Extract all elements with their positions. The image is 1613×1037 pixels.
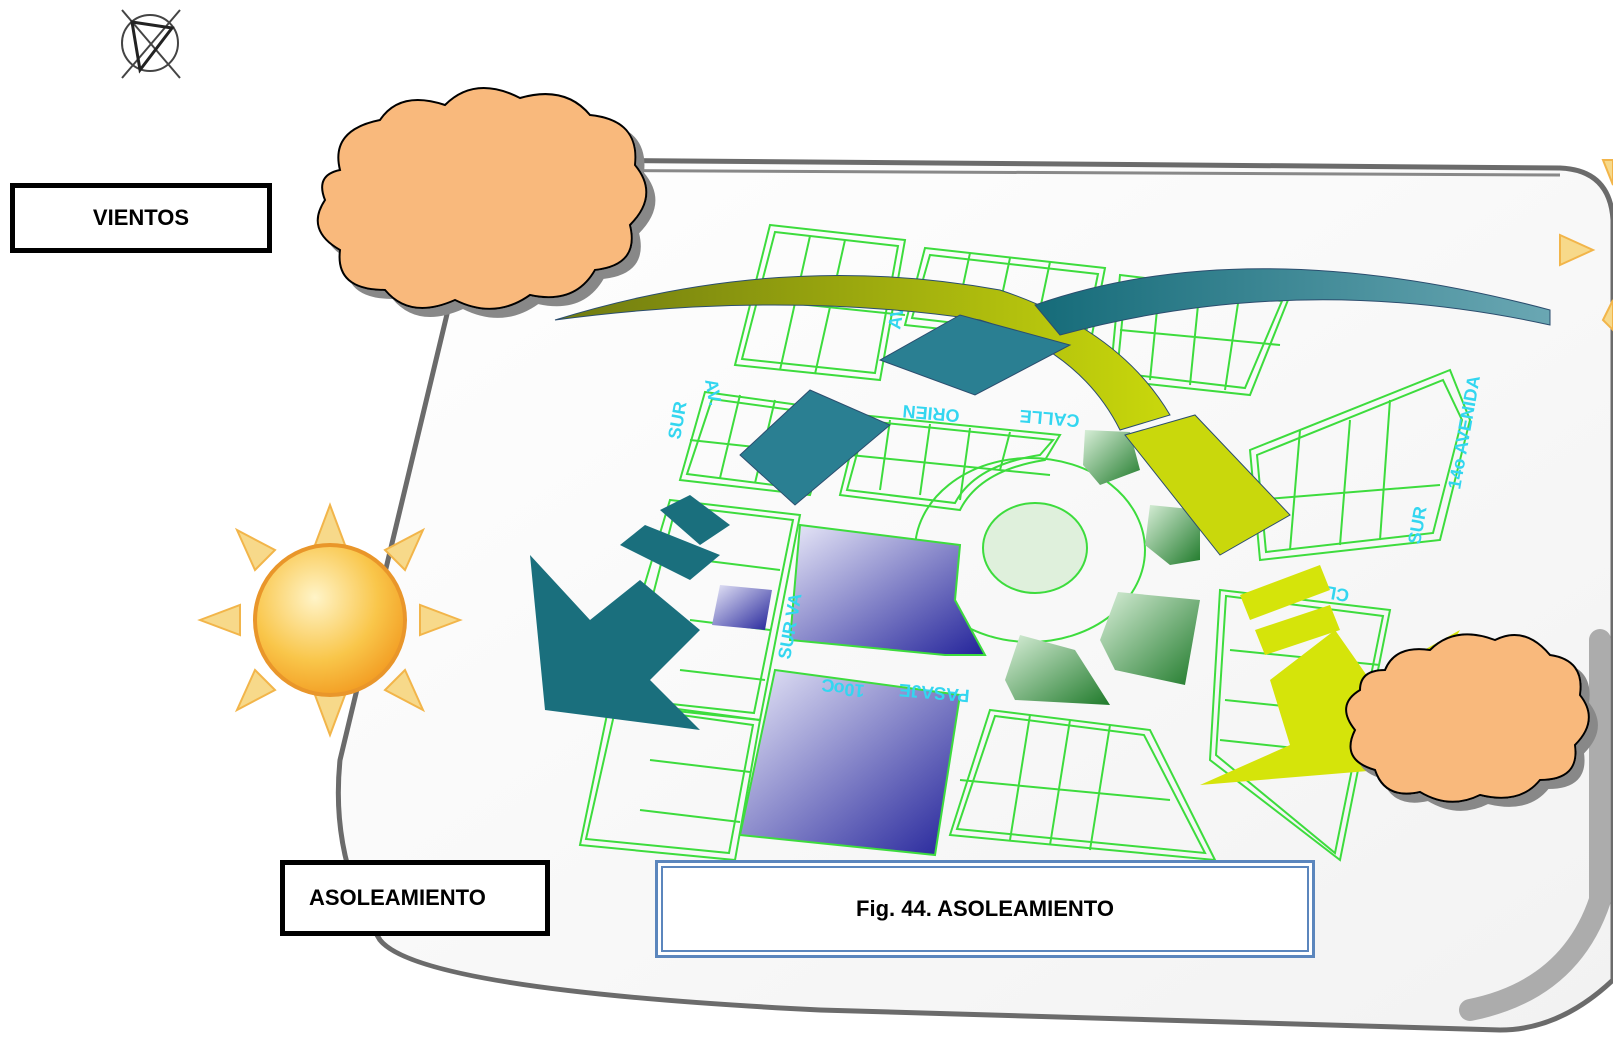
street-label: AV. xyxy=(701,377,725,407)
vientos-label: VIENTOS xyxy=(10,183,272,253)
figure-caption-text: Fig. 44. ASOLEAMIENTO xyxy=(661,866,1309,952)
street-label: 10o xyxy=(833,678,866,701)
figure-caption: Fig. 44. ASOLEAMIENTO xyxy=(655,860,1315,958)
street-label: ORIEN xyxy=(902,401,961,426)
street-label: C xyxy=(821,675,836,696)
street-label: CL xyxy=(1324,582,1351,606)
asoleamiento-label: ASOLEAMIENTO xyxy=(280,860,550,936)
